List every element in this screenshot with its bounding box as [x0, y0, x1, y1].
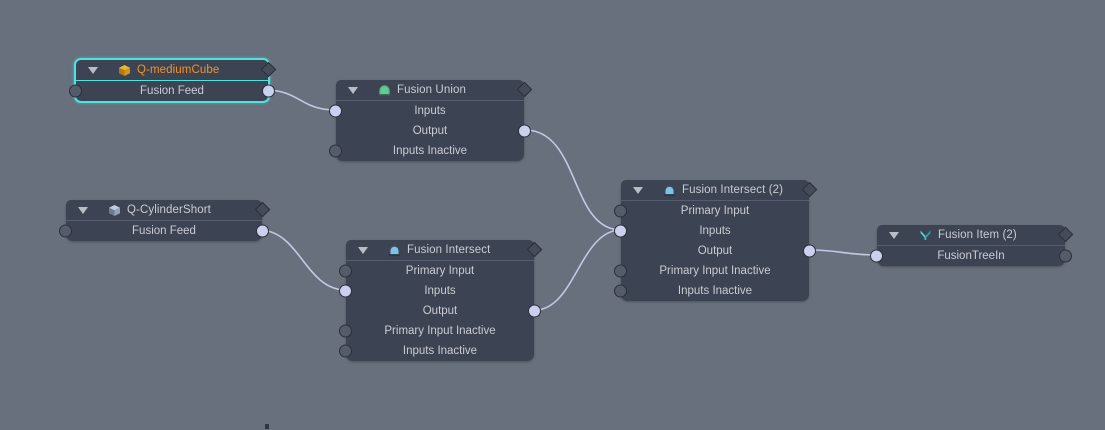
- node-collapse-socket-icon[interactable]: [801, 181, 818, 198]
- row-label: Primary Input: [405, 265, 475, 277]
- node-row: Fusion Feed: [69, 81, 275, 101]
- node-header-q-medium-cube[interactable]: Q-mediumCube: [76, 60, 277, 81]
- node-row: Primary Input Inactive: [339, 321, 534, 341]
- node-header-fusion-intersect[interactable]: Fusion Intersect: [346, 240, 543, 261]
- node-row: Fusion Feed: [59, 221, 269, 241]
- row-label: Primary Input: [680, 205, 750, 217]
- connection-wire: [534, 229, 622, 311]
- chevron-down-icon[interactable]: [348, 86, 358, 94]
- node-row: Inputs Inactive: [614, 281, 809, 301]
- node-row: Output: [336, 121, 531, 141]
- output-socket[interactable]: [528, 304, 541, 318]
- input-socket[interactable]: [614, 224, 627, 238]
- input-socket[interactable]: [339, 284, 352, 298]
- output-socket[interactable]: [256, 224, 269, 238]
- node-row: Inputs: [614, 221, 809, 241]
- chevron-down-icon[interactable]: [88, 66, 98, 74]
- node-row: Inputs Inactive: [329, 141, 524, 161]
- input-socket[interactable]: [329, 144, 342, 158]
- chevron-down-icon[interactable]: [633, 186, 643, 194]
- output-socket[interactable]: [262, 84, 275, 98]
- node-title: Fusion Intersect (2): [682, 184, 784, 196]
- row-label: Inputs: [699, 225, 731, 237]
- input-socket[interactable]: [329, 104, 342, 118]
- row-label: Fusion Feed: [132, 225, 196, 237]
- input-socket[interactable]: [614, 264, 627, 278]
- canvas-speck: [265, 424, 269, 429]
- input-socket[interactable]: [614, 204, 627, 218]
- node-header-q-cylinder-short[interactable]: Q-CylinderShort: [66, 200, 271, 221]
- output-socket[interactable]: [803, 244, 816, 258]
- connection-wire: [809, 249, 878, 256]
- output-socket[interactable]: [518, 124, 531, 138]
- node-row: Output: [346, 301, 541, 321]
- node-rows: Fusion Feed: [69, 81, 275, 101]
- connection-wire: [524, 129, 622, 231]
- node-collapse-socket-icon[interactable]: [1057, 226, 1074, 243]
- row-label: Inputs: [424, 285, 456, 297]
- node-fusion-item-2[interactable]: Fusion Item (2) FusionTreeIn: [870, 225, 1074, 266]
- node-title: Fusion Item (2): [938, 229, 1017, 241]
- cylinder-blue-icon: [108, 204, 121, 217]
- node-title: Fusion Intersect: [407, 244, 491, 256]
- node-row: Inputs: [339, 281, 534, 301]
- node-collapse-socket-icon[interactable]: [516, 81, 533, 98]
- chevron-down-icon[interactable]: [889, 231, 899, 239]
- node-collapse-socket-icon[interactable]: [526, 241, 543, 258]
- row-label: Output: [697, 245, 733, 257]
- output-socket[interactable]: [1059, 249, 1072, 263]
- node-row: Primary Input: [614, 201, 809, 221]
- row-label: Primary Input Inactive: [384, 325, 496, 337]
- chevron-down-icon[interactable]: [78, 206, 88, 214]
- node-row: Primary Input Inactive: [614, 261, 809, 281]
- node-header-fusion-intersect-2[interactable]: Fusion Intersect (2): [621, 180, 818, 201]
- input-socket[interactable]: [870, 249, 883, 263]
- connection-wire: [258, 229, 347, 291]
- node-collapse-socket-icon[interactable]: [254, 201, 271, 218]
- input-socket[interactable]: [69, 84, 82, 98]
- node-title: Fusion Union: [397, 84, 466, 96]
- cube-gold-icon: [118, 64, 131, 77]
- row-label: Inputs: [414, 105, 446, 117]
- input-socket[interactable]: [339, 344, 352, 358]
- node-rows: Fusion Feed: [59, 221, 269, 241]
- row-label: Inputs Inactive: [402, 345, 478, 357]
- node-row: Primary Input: [339, 261, 534, 281]
- input-socket[interactable]: [59, 224, 72, 238]
- row-label: Output: [422, 305, 458, 317]
- row-label: FusionTreeIn: [937, 250, 1005, 262]
- node-row: FusionTreeIn: [870, 246, 1072, 266]
- chevron-down-icon[interactable]: [358, 246, 368, 254]
- node-row: Inputs: [329, 101, 524, 121]
- union-green-icon: [378, 84, 391, 97]
- row-label: Output: [412, 125, 448, 137]
- intersect-blue-icon: [388, 244, 401, 257]
- node-title: Q-CylinderShort: [127, 204, 211, 216]
- node-title: Q-mediumCube: [137, 64, 220, 76]
- node-header-fusion-union[interactable]: Fusion Union: [336, 80, 533, 101]
- row-label: Primary Input Inactive: [659, 265, 771, 277]
- input-socket[interactable]: [339, 324, 352, 338]
- node-header-fusion-item-2[interactable]: Fusion Item (2): [877, 225, 1074, 246]
- node-collapse-socket-icon[interactable]: [260, 61, 277, 78]
- fusion-item-teal-icon: [919, 229, 932, 242]
- connection-wire: [264, 89, 337, 111]
- row-label: Fusion Feed: [140, 85, 204, 97]
- input-socket[interactable]: [339, 264, 352, 278]
- node-row: Output: [621, 241, 816, 261]
- intersect-blue-icon: [663, 184, 676, 197]
- input-socket[interactable]: [614, 284, 627, 298]
- row-label: Inputs Inactive: [392, 145, 468, 157]
- row-label: Inputs Inactive: [677, 285, 753, 297]
- node-rows: FusionTreeIn: [870, 246, 1072, 266]
- node-row: Inputs Inactive: [339, 341, 534, 361]
